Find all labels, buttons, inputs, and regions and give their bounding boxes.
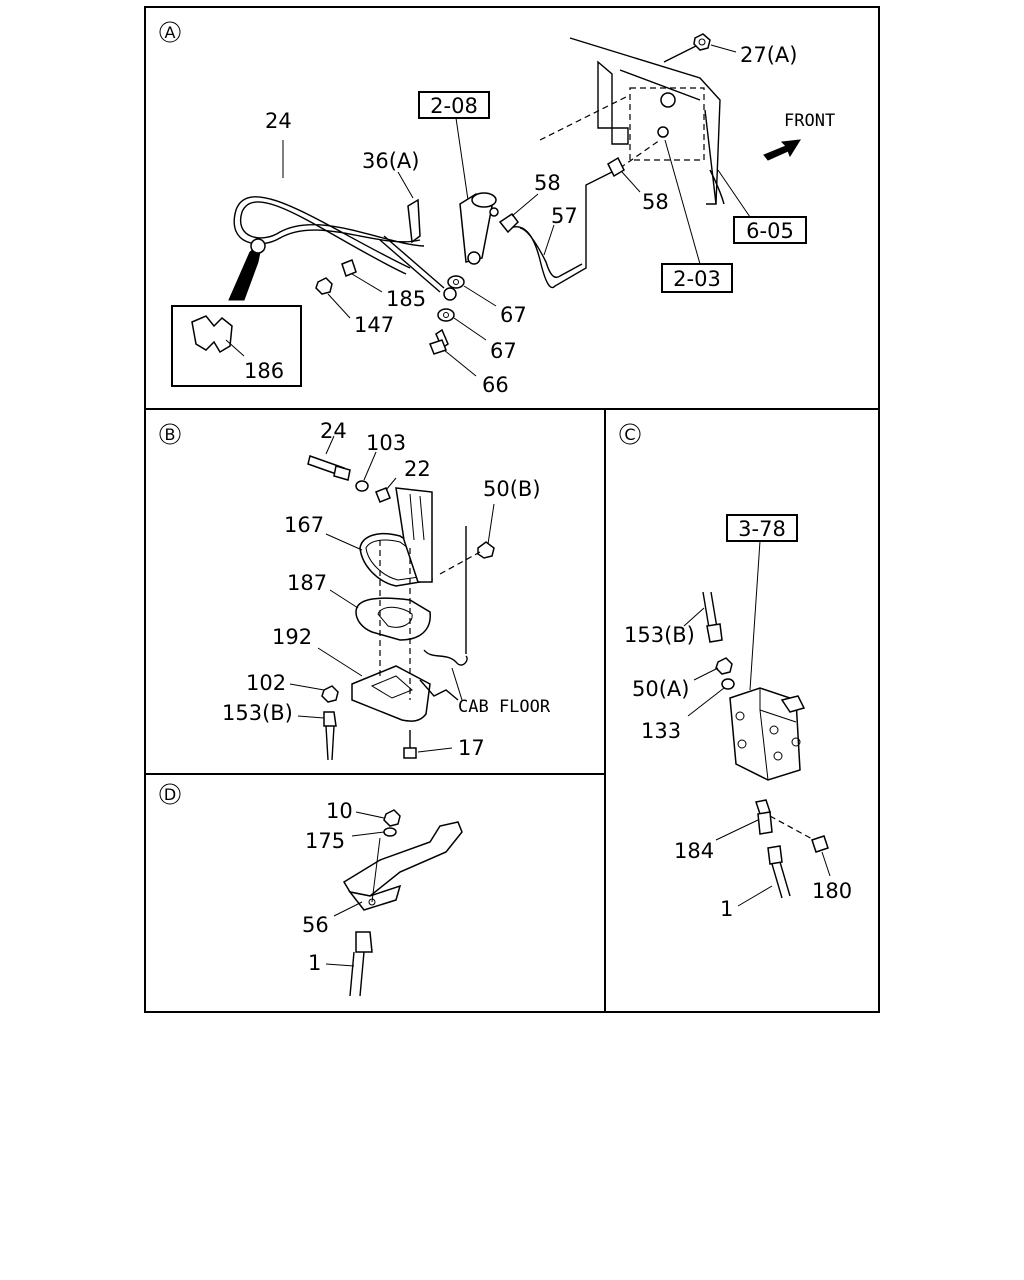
section-c: C 3-78 153(B) 50(A) 133 xyxy=(619,423,852,921)
pin-22 xyxy=(375,477,397,503)
section-d-marker: D xyxy=(159,783,181,805)
hose-57 xyxy=(509,171,613,289)
label-192: 192 xyxy=(272,625,312,649)
bracket-167 xyxy=(325,487,433,587)
nut-10 xyxy=(355,809,401,827)
label-front: FRONT xyxy=(784,111,835,131)
ref-box-2-03: 2-03 xyxy=(661,139,733,293)
label-103: 103 xyxy=(366,431,406,455)
fitting-184 xyxy=(715,799,815,841)
plate-187 xyxy=(329,589,431,641)
cable-end-24 xyxy=(307,435,351,481)
clip-58b xyxy=(607,156,641,193)
ref-box-6-05: 6-05 xyxy=(717,169,807,244)
nut-50b xyxy=(439,503,495,575)
label-36a: 36(A) xyxy=(362,149,419,173)
label-187: 187 xyxy=(287,571,327,595)
label-167: 167 xyxy=(284,513,324,537)
label-58b: 58 xyxy=(642,190,669,214)
inset-clip-186 xyxy=(171,305,302,387)
label-50a: 50(A) xyxy=(632,677,689,701)
clip-pointer xyxy=(228,238,266,301)
svg-text:C: C xyxy=(624,425,635,444)
diagram-frame xyxy=(144,6,880,1013)
label-133: 133 xyxy=(641,719,681,743)
nut-102 xyxy=(289,683,339,703)
plate-192 xyxy=(317,647,431,722)
bracket-3-78 xyxy=(729,687,806,781)
pipe-d-1 xyxy=(325,931,373,997)
master-cylinder xyxy=(459,192,499,265)
label-184: 184 xyxy=(674,839,714,863)
label-c-1: 1 xyxy=(720,897,733,921)
section-b-marker: B xyxy=(159,423,181,445)
ref-box-3-78: 3-78 xyxy=(726,514,798,691)
section-a-marker: A xyxy=(159,21,181,43)
label-67b: 67 xyxy=(490,339,517,363)
cab-floor-outline xyxy=(379,526,468,701)
parking-brake-cable xyxy=(233,140,457,301)
washer-175 xyxy=(351,827,397,837)
section-d: D 10 175 56 1 xyxy=(159,783,463,997)
nut-27a xyxy=(663,33,737,63)
label-b-153b: 153(B) xyxy=(222,701,293,725)
label-cab-floor: CAB FLOOR xyxy=(458,697,551,717)
label-22: 22 xyxy=(404,457,431,481)
label-186: 186 xyxy=(244,359,284,383)
svg-text:A: A xyxy=(165,23,176,42)
bolt-17 xyxy=(403,730,453,759)
svg-text:B: B xyxy=(165,425,176,444)
svg-text:D: D xyxy=(164,785,176,804)
bolt-c-153b xyxy=(683,591,723,643)
label-10: 10 xyxy=(326,799,353,823)
nut-50a xyxy=(693,657,733,681)
section-a: A 27(A) FRONT xyxy=(159,21,835,397)
svg-text:2-03: 2-03 xyxy=(673,267,721,291)
svg-text:2-08: 2-08 xyxy=(430,94,478,118)
label-d-1: 1 xyxy=(308,951,321,975)
label-185: 185 xyxy=(386,287,426,311)
label-c-153b: 153(B) xyxy=(624,623,695,647)
label-27a: 27(A) xyxy=(740,43,797,67)
washer-67b xyxy=(437,308,487,341)
label-67a: 67 xyxy=(500,303,527,327)
bracket-36a xyxy=(397,171,421,244)
label-147: 147 xyxy=(354,313,394,337)
ref-box-2-08: 2-08 xyxy=(418,91,490,201)
svg-text:6-05: 6-05 xyxy=(746,219,794,243)
label-58a: 58 xyxy=(534,171,561,195)
clip-58a xyxy=(498,193,539,234)
bolt-153b xyxy=(297,711,337,761)
label-175: 175 xyxy=(305,829,345,853)
front-arrow-icon xyxy=(763,139,801,161)
bracket-56 xyxy=(333,821,463,917)
pipe-c-1 xyxy=(737,845,791,907)
clip-185 xyxy=(341,259,383,293)
washer-133 xyxy=(687,678,735,717)
label-102: 102 xyxy=(246,671,286,695)
section-c-marker: C xyxy=(619,423,641,445)
label-24: 24 xyxy=(265,109,292,133)
washer-67a xyxy=(447,275,497,307)
nut-147 xyxy=(315,277,351,319)
brake-pedal-panel xyxy=(539,37,725,205)
label-b-24: 24 xyxy=(320,419,347,443)
label-57: 57 xyxy=(551,204,578,228)
cap-180 xyxy=(811,835,831,877)
clip-103 xyxy=(355,451,377,492)
label-66: 66 xyxy=(482,373,509,397)
label-180: 180 xyxy=(812,879,852,903)
label-17: 17 xyxy=(458,736,485,760)
label-56: 56 xyxy=(302,913,329,937)
section-b: B 24 103 22 167 xyxy=(159,419,551,761)
svg-text:3-78: 3-78 xyxy=(738,517,786,541)
bolt-66 xyxy=(429,328,477,377)
label-50b: 50(B) xyxy=(483,477,541,501)
